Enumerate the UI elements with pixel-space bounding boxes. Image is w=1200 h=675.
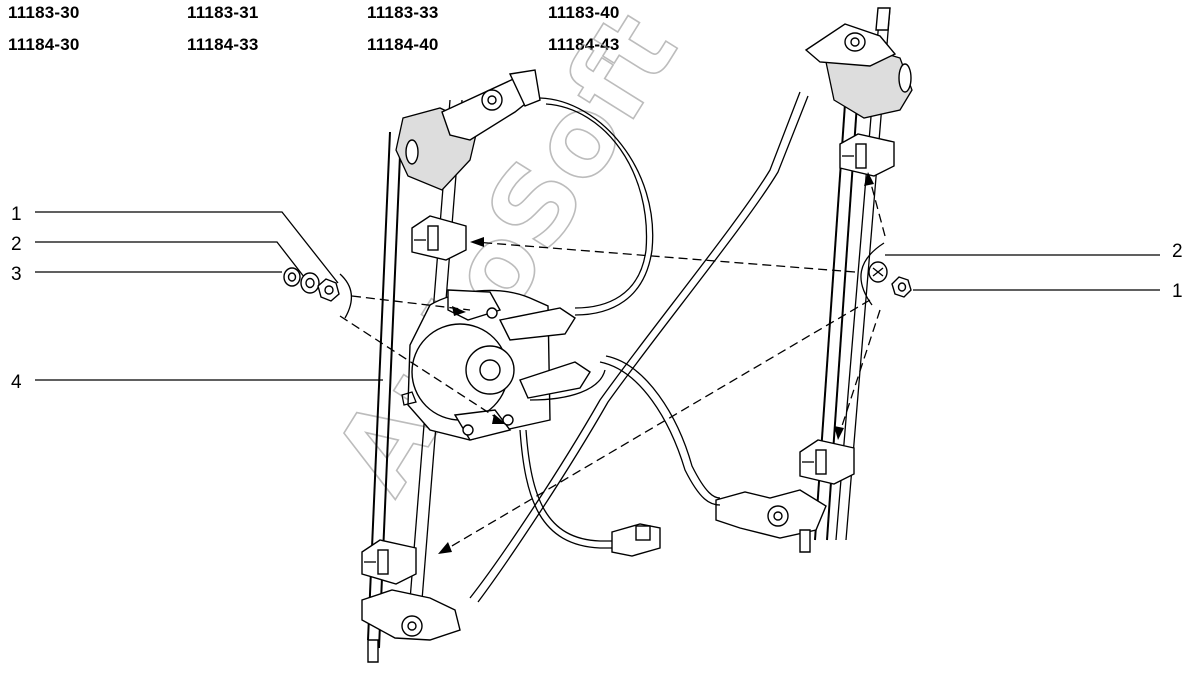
model-code: 11184-30 [8, 35, 80, 54]
callout-number: 1 [11, 204, 22, 225]
callout-number: 2 [11, 234, 22, 255]
model-code: 11183-33 [367, 3, 439, 22]
left-leader-lines [35, 211, 383, 381]
callout-number: 1 [1172, 281, 1183, 302]
callout-number: 3 [11, 264, 22, 285]
nut-washer-icon [283, 267, 352, 319]
model-code: 11184-40 [367, 35, 439, 54]
model-code: 11183-30 [8, 3, 80, 22]
regulator-cables [469, 91, 809, 603]
right-guide-rail [715, 7, 913, 553]
model-code: 11183-31 [187, 3, 259, 22]
connector-icon [519, 429, 661, 557]
model-code: 11184-33 [187, 35, 259, 54]
right-leader-lines [885, 254, 1160, 291]
assembly-arrows [339, 172, 886, 554]
nut-washer-icon [860, 242, 912, 306]
callout-number: 4 [11, 372, 22, 393]
model-code: 11184-43 [548, 35, 620, 54]
motor-icon [401, 289, 606, 441]
callout-number: 2 [1172, 241, 1183, 262]
watermark: AutoSoft [311, 0, 702, 514]
left-guide-rail [361, 69, 541, 663]
model-code: 11183-40 [548, 3, 620, 22]
